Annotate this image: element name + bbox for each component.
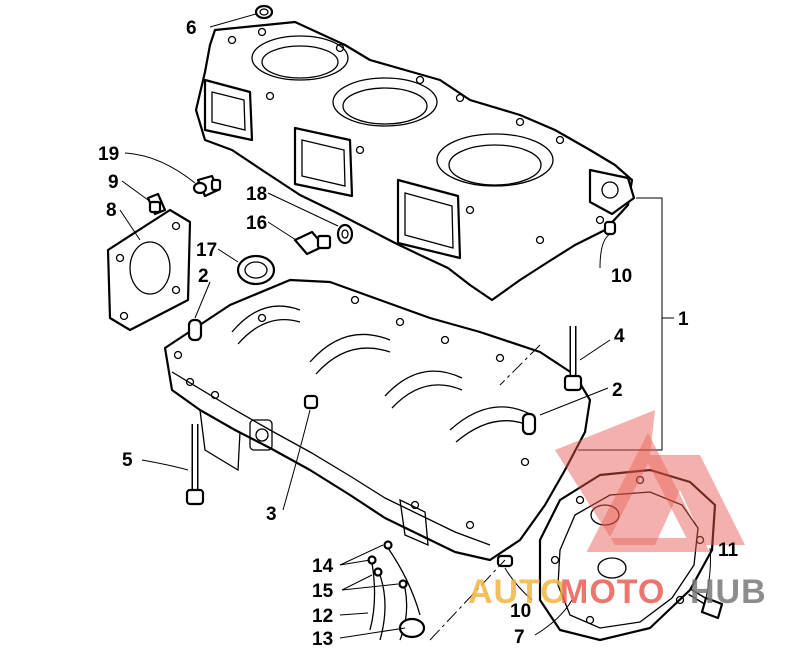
callout-7: 7	[514, 627, 525, 648]
stud-part-10-upper	[603, 220, 617, 236]
oil-seal-part-17	[236, 254, 276, 286]
dowel-pin-part-2-left	[187, 318, 203, 342]
callout-8: 8	[106, 200, 117, 221]
callout-11: 11	[718, 540, 739, 561]
side-cover-part-7	[538, 468, 717, 642]
washer-part-18	[336, 223, 354, 245]
callout-19: 19	[98, 144, 119, 165]
bolt-part-9	[146, 192, 167, 216]
watermark-text-moto: MOTO	[560, 573, 665, 611]
callout-12: 12	[312, 606, 333, 627]
callout-2-right: 2	[612, 380, 623, 401]
cover-bolt-part-11	[688, 588, 724, 620]
callout-labels: 6 19 9 8 18 16 17 2 10 1 4 2 5 3 11 14 1…	[98, 18, 739, 650]
lower-crankcase	[163, 278, 592, 562]
callout-14: 14	[312, 556, 334, 577]
callout-13: 13	[312, 629, 333, 650]
watermark: AUTO MOTO HUB	[468, 410, 767, 611]
callout-16: 16	[246, 213, 267, 234]
callout-10-upper: 10	[611, 266, 632, 287]
long-bolt-part-5	[185, 424, 205, 506]
callout-5: 5	[122, 450, 133, 471]
callout-6: 6	[186, 18, 197, 39]
pin-part-3	[303, 394, 319, 410]
watermark-text-hub: HUB	[690, 573, 767, 611]
flange-plate-part-8	[106, 208, 192, 332]
long-bolt-part-4	[563, 326, 583, 392]
callout-4: 4	[614, 326, 625, 347]
plug-part-6	[254, 4, 274, 20]
dowel-pin-part-2-right	[521, 412, 537, 436]
callout-3: 3	[266, 504, 277, 525]
callout-17: 17	[196, 240, 217, 261]
sensor-harness-parts-12-15	[367, 540, 426, 641]
callout-2-left: 2	[198, 266, 209, 287]
fitting-part-19	[192, 174, 222, 198]
watermark-logo-triangle	[555, 410, 745, 552]
callout-9: 9	[108, 172, 119, 193]
callout-1: 1	[678, 309, 689, 330]
drain-bolt-part-16	[293, 230, 332, 256]
upper-crankcase	[194, 20, 636, 302]
watermark-text-auto: AUTO	[468, 573, 568, 611]
callout-10-lower: 10	[510, 601, 531, 622]
callout-18: 18	[246, 184, 267, 205]
leader-lines	[119, 13, 711, 639]
callout-15: 15	[312, 581, 334, 602]
